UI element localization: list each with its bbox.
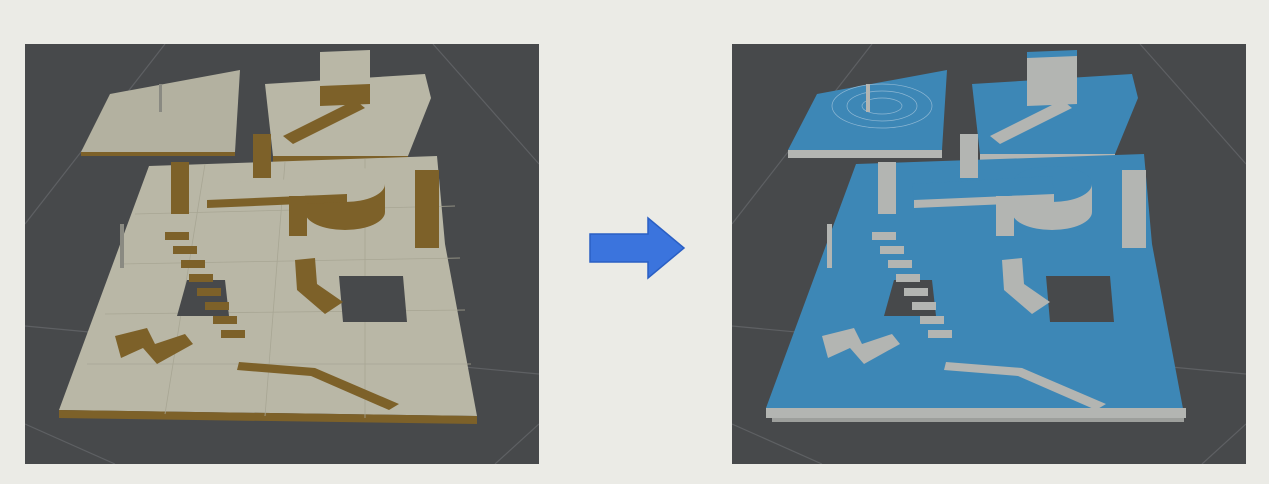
- arrow-right-icon: [588, 216, 686, 280]
- voxel-pillar: [878, 162, 896, 214]
- mesh-tower: [320, 50, 370, 106]
- voxel-pillar: [996, 196, 1014, 236]
- voxel-floor-edge: [766, 408, 1186, 422]
- mesh-pillar: [253, 134, 271, 178]
- voxel-pillar: [960, 134, 978, 178]
- voxel-angled-block: [1002, 258, 1050, 314]
- voxel-steps-line: [944, 362, 1106, 410]
- mesh-pillar: [415, 170, 439, 248]
- viewport-original-mesh: [25, 44, 539, 464]
- mesh-zigzag-wall: [115, 328, 193, 364]
- voxel-post: [827, 224, 832, 268]
- mesh-ramp: [283, 100, 365, 144]
- voxel-ramp: [990, 100, 1072, 144]
- floor-hole-right: [339, 276, 407, 322]
- viewport-voxelized: [732, 44, 1246, 464]
- mesh-steps-line: [237, 362, 399, 410]
- voxel-zigzag-wall: [822, 328, 900, 364]
- mesh-angled-block: [295, 258, 343, 314]
- mesh-walkway: [205, 176, 347, 208]
- mesh-pillar: [289, 196, 307, 236]
- voxel-pillar: [1122, 170, 1146, 248]
- mesh-pillar: [171, 162, 189, 214]
- mesh-post: [120, 224, 124, 268]
- floor-hole-right: [1046, 276, 1114, 322]
- voxel-walkway: [912, 176, 1054, 208]
- mesh-post: [159, 84, 162, 112]
- voxel-tower: [1027, 50, 1077, 106]
- mesh-staircase: [165, 232, 245, 338]
- voxel-post: [866, 84, 870, 112]
- voxel-staircase: [872, 232, 952, 338]
